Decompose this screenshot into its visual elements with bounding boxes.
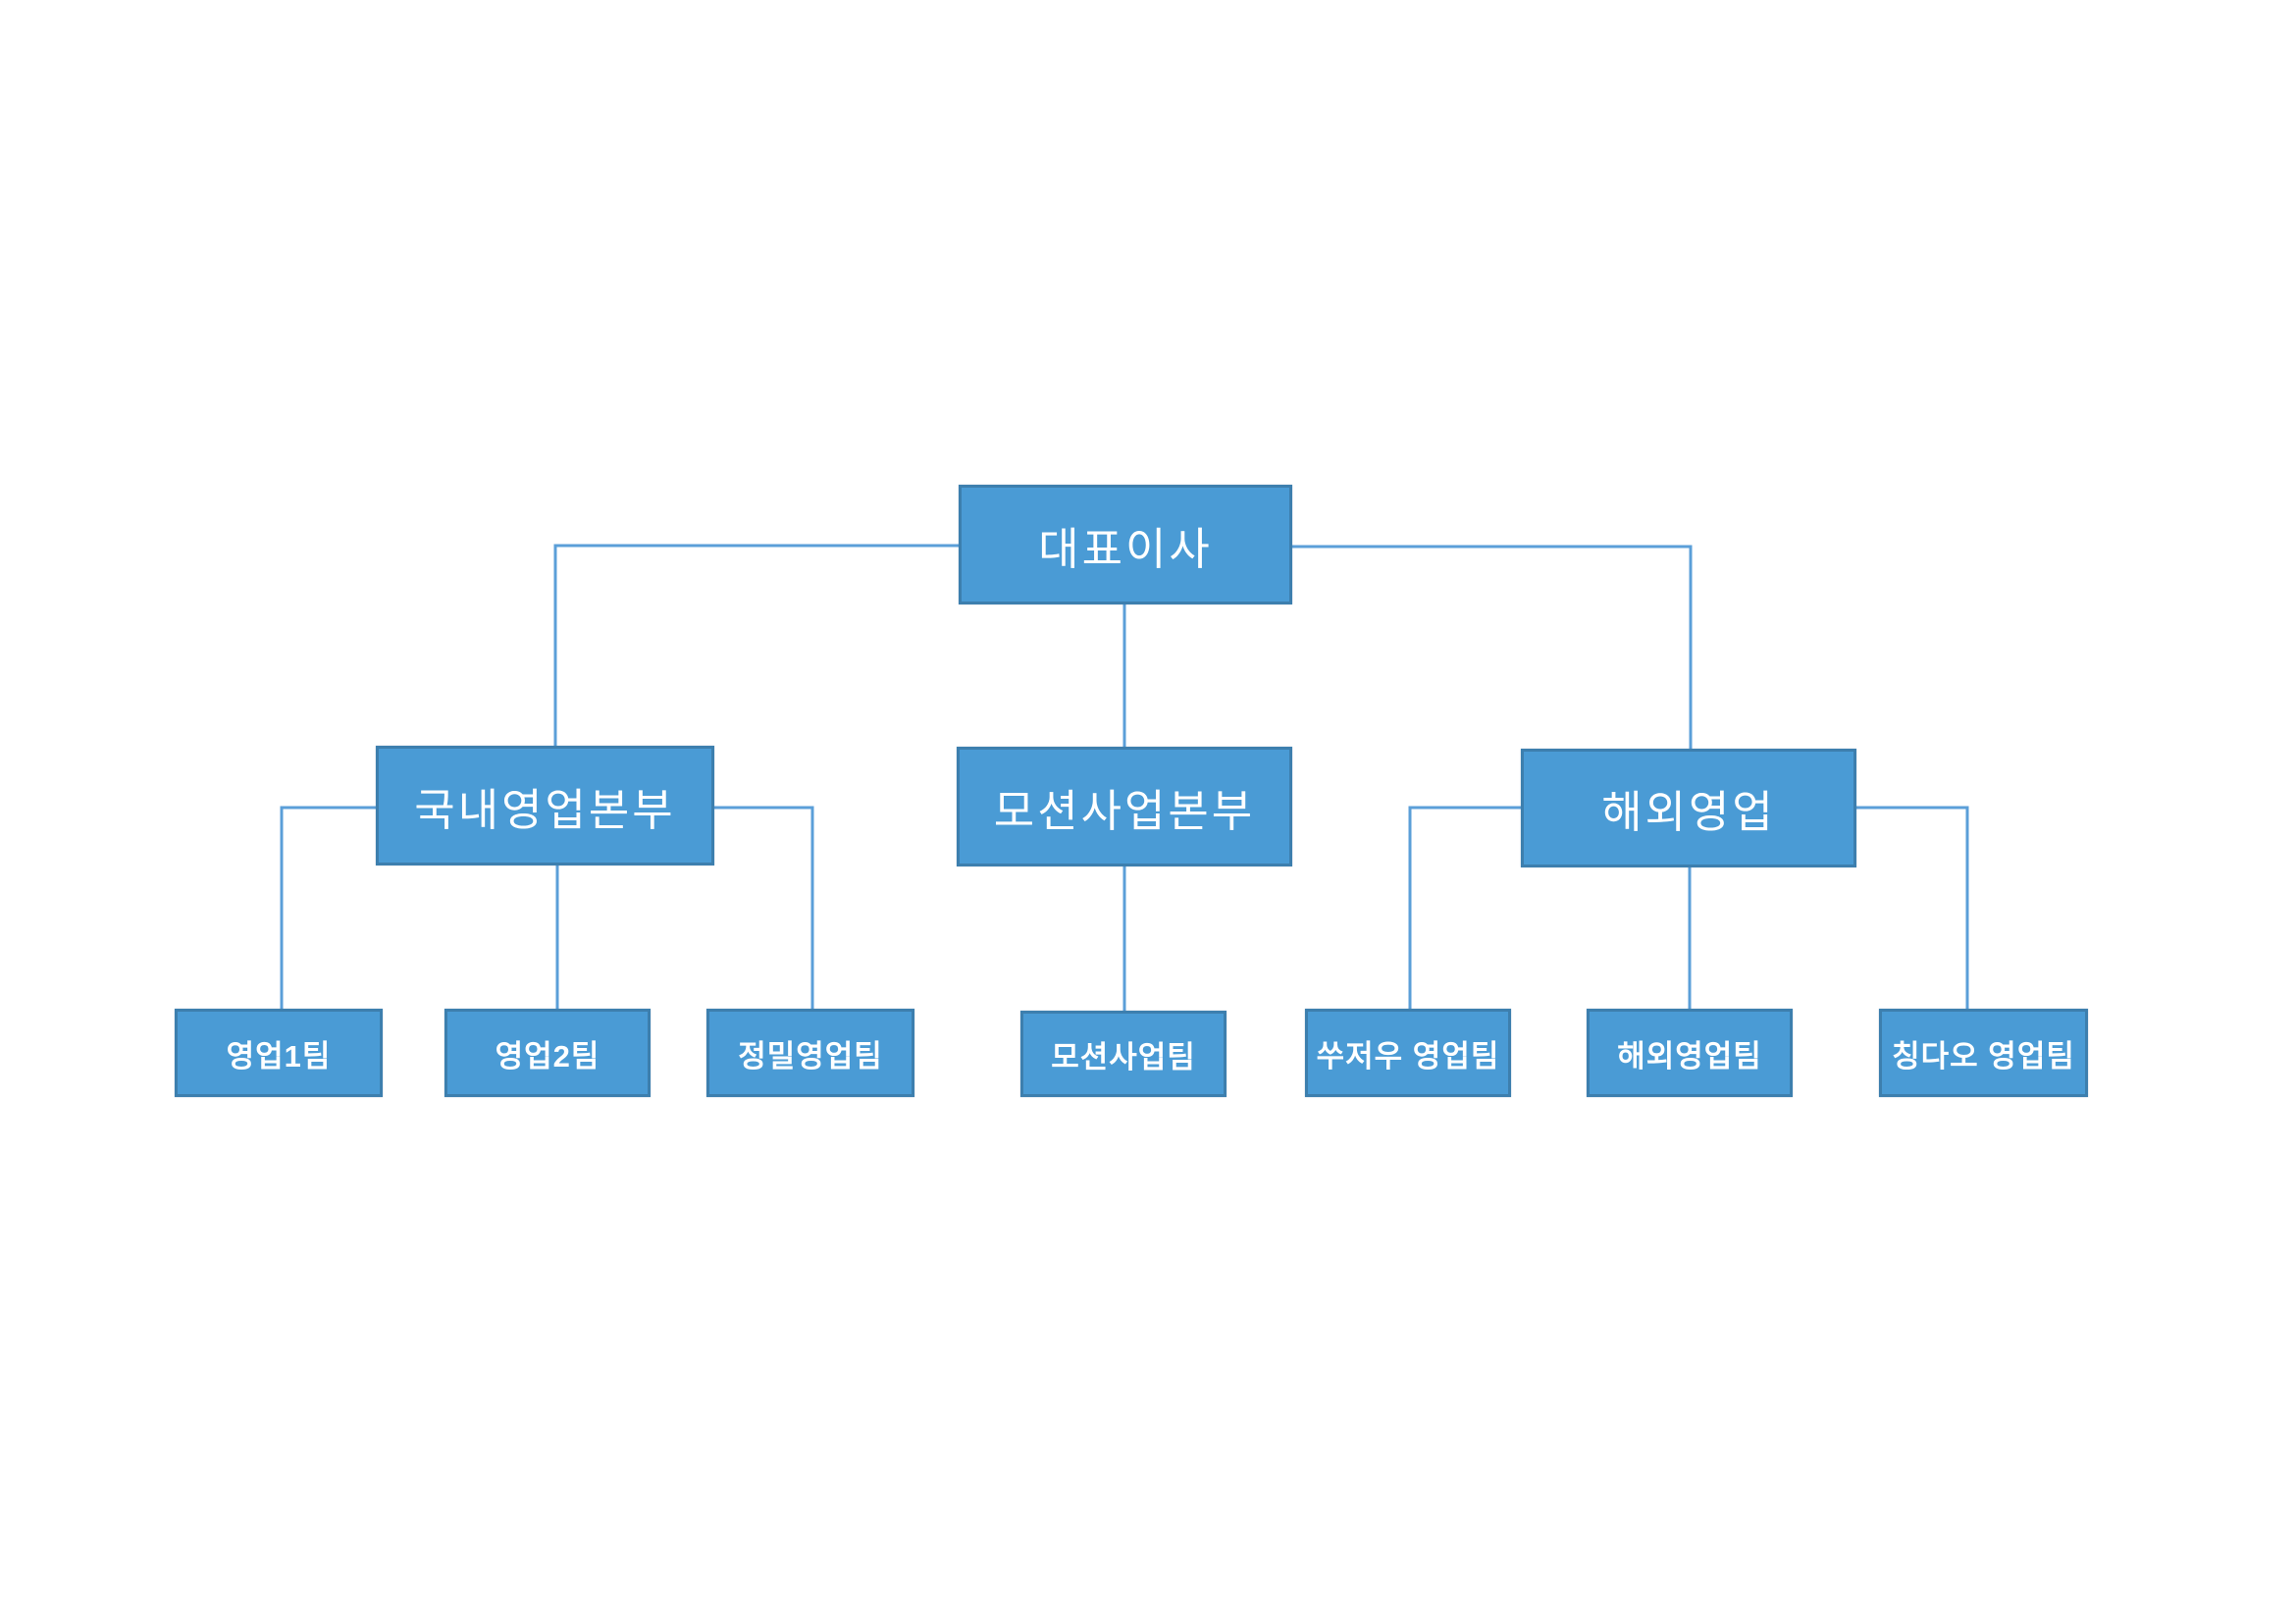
connector-domestic-precision bbox=[714, 806, 814, 1009]
connector-ceo-domestic bbox=[553, 544, 959, 746]
org-node-overseas-sales-team-label: 해외영업팀 bbox=[1617, 1038, 1762, 1073]
org-node-motion-business-division: 모션사업본부 bbox=[957, 747, 1292, 866]
org-node-sales-team-2-label: 영업2팀 bbox=[495, 1038, 600, 1073]
org-node-sales-team-1-label: 영업1팀 bbox=[226, 1038, 332, 1073]
org-node-qingdao-sales-team: 칭다오 영업팀 bbox=[1879, 1009, 2088, 1097]
connector-overseas-suzhou bbox=[1408, 806, 1521, 1009]
org-node-domestic-sales-division-label: 국내영업본부 bbox=[414, 784, 676, 835]
org-node-precision-sales-team: 정밀영업팀 bbox=[706, 1009, 914, 1097]
org-node-ceo-label: 대표이사 bbox=[1038, 523, 1213, 574]
org-node-ceo: 대표이사 bbox=[959, 485, 1292, 604]
org-node-precision-sales-team-label: 정밀영업팀 bbox=[738, 1038, 883, 1073]
org-node-motion-business-division-label: 모션사업본부 bbox=[993, 785, 1256, 836]
org-node-sales-team-1: 영업1팀 bbox=[175, 1009, 383, 1097]
org-node-motion-business-team: 모션사업팀 bbox=[1020, 1011, 1226, 1097]
connector-overseas-qingdao bbox=[1856, 806, 1969, 1009]
org-node-overseas-sales: 해외영업 bbox=[1521, 749, 1856, 867]
connector-ceo-overseas bbox=[1292, 545, 1693, 749]
org-node-sales-team-2: 영업2팀 bbox=[444, 1009, 651, 1097]
org-node-suzhou-sales-team: 쑤저우 영업팀 bbox=[1305, 1009, 1511, 1097]
org-node-overseas-sales-team: 해외영업팀 bbox=[1587, 1009, 1793, 1097]
org-node-overseas-sales-label: 해외영업 bbox=[1601, 787, 1776, 837]
org-node-domestic-sales-division: 국내영업본부 bbox=[376, 746, 714, 865]
connector-domestic-sales1 bbox=[280, 806, 376, 1009]
org-node-motion-business-team-label: 모션사업팀 bbox=[1051, 1039, 1196, 1074]
org-node-suzhou-sales-team-label: 쑤저우 영업팀 bbox=[1316, 1038, 1500, 1073]
org-node-qingdao-sales-team-label: 칭다오 영업팀 bbox=[1892, 1038, 2075, 1073]
